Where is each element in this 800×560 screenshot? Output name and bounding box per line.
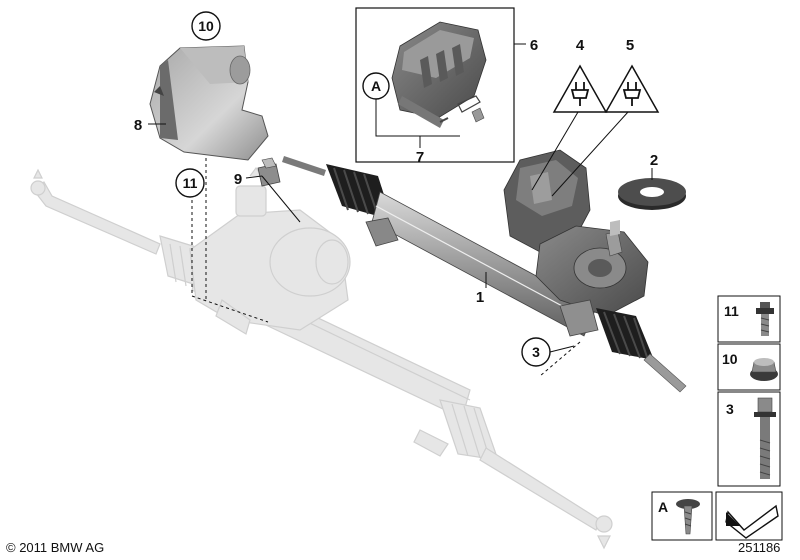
label-8: 8 <box>134 117 142 134</box>
diagram-number: 251186 <box>738 540 781 555</box>
label-6: 6 <box>530 37 538 54</box>
callouts: 10 8 11 9 A 7 6 4 5 2 1 3 <box>134 11 658 367</box>
warning-triangle-4 <box>552 64 608 113</box>
label-1: 1 <box>476 289 484 306</box>
warning-triangle-5 <box>604 64 660 113</box>
ghost-steering-rack <box>30 167 613 550</box>
label-7: 7 <box>416 149 424 166</box>
legend-label-10: 10 <box>722 351 738 367</box>
label-5: 5 <box>626 37 634 54</box>
label-A: A <box>371 78 381 94</box>
label-4: 4 <box>576 37 585 54</box>
hardware-legend: 11 10 3 A <box>651 295 783 541</box>
washer-part-2 <box>618 178 686 210</box>
nut-10-icon <box>750 358 778 381</box>
legend-label-A: A <box>658 499 668 515</box>
steering-rack-part-1 <box>282 149 687 393</box>
clip-part-9 <box>257 157 281 187</box>
label-11: 11 <box>183 175 198 191</box>
label-10: 10 <box>198 18 214 34</box>
cover-part-8 <box>149 45 269 161</box>
label-3: 3 <box>532 344 540 360</box>
label-2: 2 <box>650 152 658 169</box>
copyright-text: © 2011 BMW AG <box>6 540 105 555</box>
bolt-3-icon <box>754 397 776 479</box>
screw-A-icon <box>676 499 700 535</box>
leader-dashed <box>191 140 581 377</box>
control-unit-box-6 <box>355 7 515 163</box>
leader-lines <box>148 43 653 353</box>
label-9: 9 <box>234 171 242 188</box>
legend-label-3: 3 <box>726 401 734 417</box>
legend-label-11: 11 <box>724 303 739 319</box>
bolt-11-icon <box>756 302 774 336</box>
